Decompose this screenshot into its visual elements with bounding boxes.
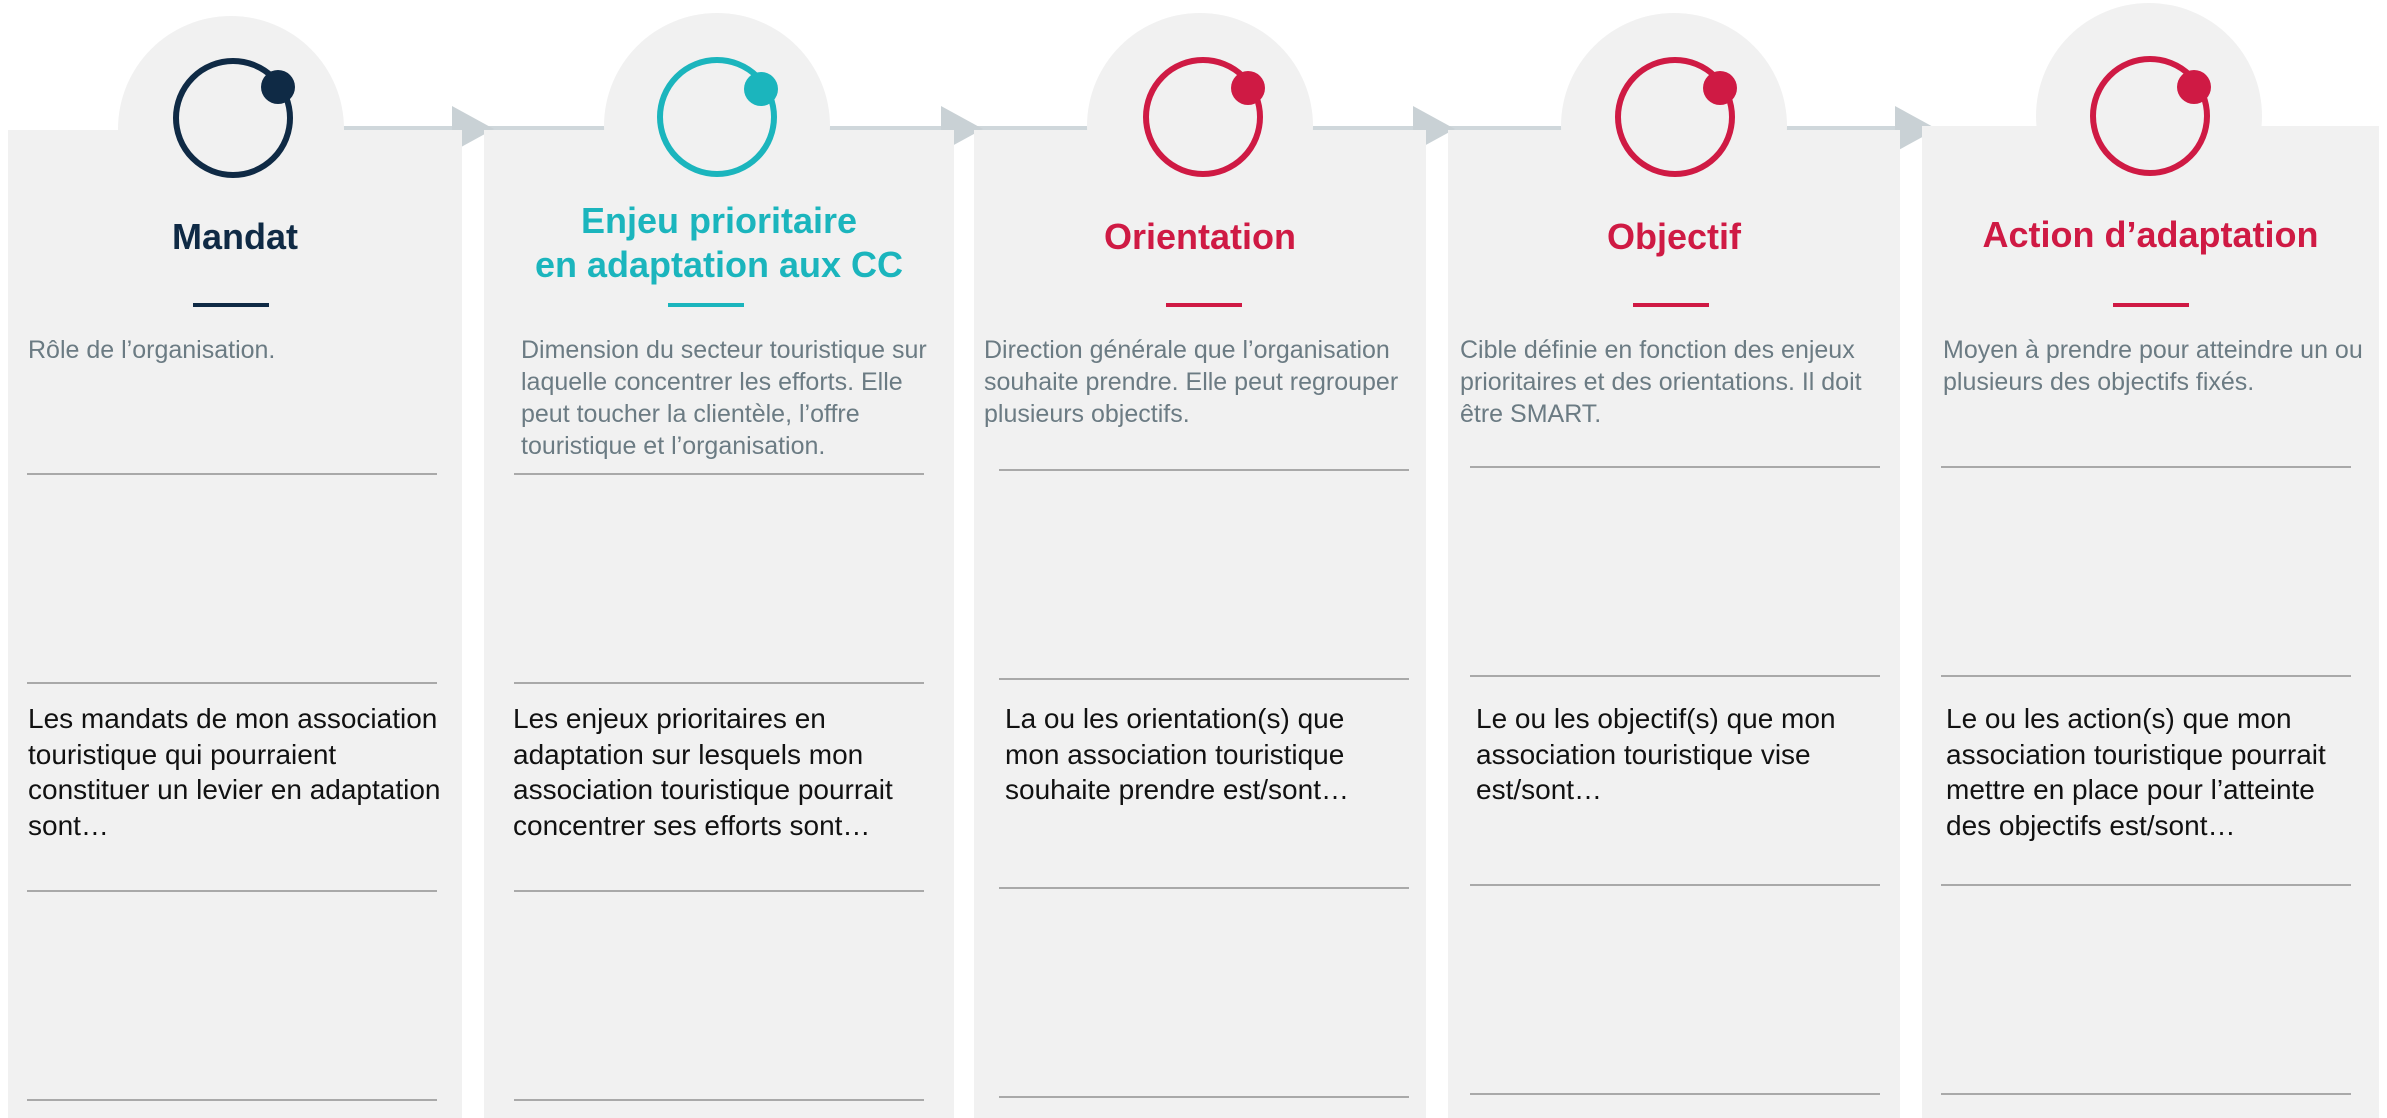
title-underline — [1633, 303, 1709, 307]
divider-line — [1470, 466, 1880, 468]
step-card-mandat — [8, 130, 462, 1118]
target-ring-icon — [173, 58, 293, 178]
step-title: Objectif — [1606, 216, 1741, 257]
divider-line — [1470, 1093, 1880, 1095]
step-description: Direction générale que l’organisation so… — [984, 336, 1399, 428]
divider-line — [514, 1099, 924, 1101]
target-dot-icon — [1231, 71, 1265, 105]
title-underline — [1166, 303, 1242, 307]
step-card-action-adaptation — [1922, 126, 2379, 1118]
step-card-objectif — [1448, 130, 1900, 1118]
divider-line — [1941, 884, 2351, 886]
target-ring-icon — [657, 57, 777, 177]
step-description: Cible définie en fonction des enjeux pri… — [1460, 336, 1862, 428]
divider-line — [27, 890, 437, 892]
step-card-enjeu-prioritaire — [484, 130, 954, 1118]
target-ring-icon — [1143, 57, 1263, 177]
step-description: Moyen à prendre pour atteindre un ou plu… — [1943, 336, 2363, 396]
step-prompt: Le ou les action(s) que mon association … — [1946, 703, 2326, 841]
divider-line — [1470, 884, 1880, 886]
step-prompt: Les enjeux prioritaires en adaptation su… — [513, 703, 893, 841]
divider-line — [27, 1099, 437, 1101]
divider-line — [514, 682, 924, 684]
step-description: Rôle de l’organisation. — [28, 336, 276, 364]
divider-line — [1470, 675, 1880, 677]
step-prompt: La ou les orientation(s) que mon associa… — [1005, 703, 1349, 805]
target-dot-icon — [744, 72, 778, 106]
divider-line — [1941, 675, 2351, 677]
title-underline — [193, 303, 269, 307]
divider-line — [999, 887, 1409, 889]
step-title: Enjeu prioritaire en adaptation aux CC — [534, 200, 904, 285]
target-ring-icon — [1615, 57, 1735, 177]
divider-line — [1941, 466, 2351, 468]
step-description: Dimension du secteur touristique sur laq… — [521, 336, 927, 460]
step-title: Mandat — [172, 216, 298, 257]
divider-line — [514, 473, 924, 475]
title-underline — [668, 303, 744, 307]
title-underline — [2113, 303, 2189, 307]
step-title: Orientation — [1103, 216, 1296, 257]
step-prompt: Les mandats de mon association touristiq… — [28, 703, 441, 841]
divider-line — [27, 473, 437, 475]
target-ring-icon — [2090, 56, 2210, 176]
flow-connector-line — [232, 126, 1928, 131]
divider-line — [999, 678, 1409, 680]
step-prompt: Le ou les objectif(s) que mon associatio… — [1476, 703, 1836, 805]
target-dot-icon — [261, 70, 295, 104]
divider-line — [27, 682, 437, 684]
target-dot-icon — [2177, 70, 2211, 104]
step-card-orientation — [974, 130, 1426, 1118]
divider-line — [514, 890, 924, 892]
divider-line — [999, 1096, 1409, 1098]
target-dot-icon — [1703, 71, 1737, 105]
divider-line — [1941, 1093, 2351, 1095]
step-title: Action d’adaptation — [1982, 214, 2319, 255]
divider-line — [999, 469, 1409, 471]
